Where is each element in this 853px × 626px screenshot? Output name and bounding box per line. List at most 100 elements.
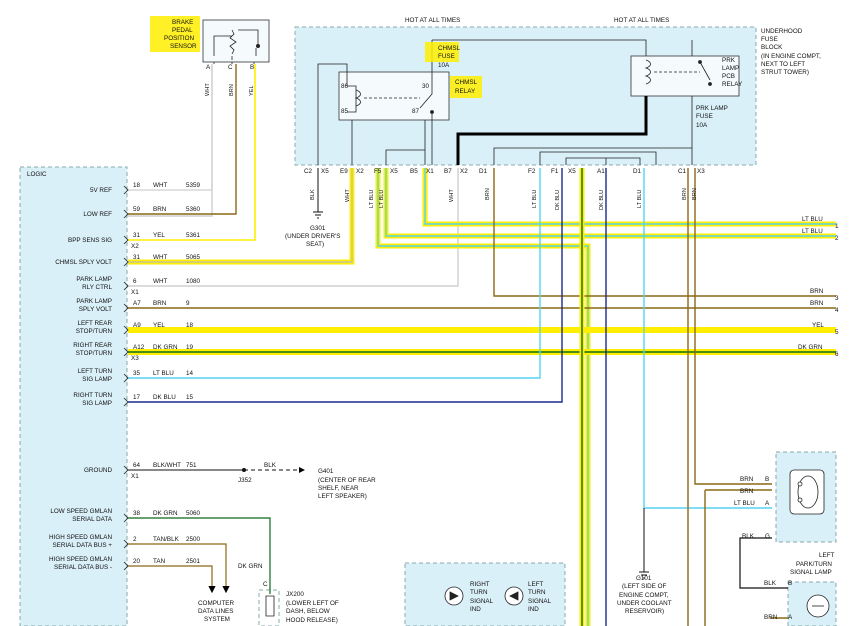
relay-pin: 30 [422,83,430,90]
hot-labels: HOT AT ALL TIMES HOT AT ALL TIMES [405,17,669,24]
logic-row-color: WHT [153,182,167,189]
fuse-pin: F1 [551,168,559,175]
logic-row-label: PARK LAMP [76,298,112,305]
wire-color: DK BLU [555,190,561,210]
out-color: DK GRN [798,344,823,351]
left-turn-ind-icon [504,586,524,606]
fuse-block-title-line: BLOCK [761,44,783,51]
hot-label: HOT AT ALL TIMES [405,17,460,24]
logic-row-color: BRN [153,300,167,307]
out-num: 6 [835,351,839,358]
g101-label-line: G101 [636,575,652,582]
lamp-pin: A [788,614,793,621]
out-num: 3 [835,295,839,302]
logic-row-color: LT BLU [153,370,174,377]
logic-row-conn: X3 [131,355,139,362]
wires [123,39,836,626]
logic-row-circuit: 5060 [186,510,201,517]
prk-relay-symbol [644,59,712,86]
logic-row-color: WHT [153,254,167,261]
right-ind-label: RIGHT [470,581,490,588]
logic-row-color: DK GRN [153,510,178,517]
park-turn-lamp-icon [789,469,825,515]
logic-row-label: CHMSL SPLY VOLT [55,259,112,266]
g301-label-line: (UNDER DRIVER'S [285,233,340,240]
out-num: 4 [835,307,839,314]
logic-row-circuit: 9 [186,300,190,307]
jx200-label-line: HOOD RELEASE) [286,617,338,624]
logic-row-circuit: 18 [186,322,194,329]
brake-sensor-label-line: POSITION [164,35,195,42]
logic-row-color: BRN [153,206,167,213]
logic-row-circuit: 15 [186,394,194,401]
brake-sensor-symbol [213,29,260,64]
logic-row-circuit: 5359 [186,182,201,189]
ground-wire-color: BLK [264,462,277,469]
vertical-wire-labels: BLK WHT LT BLU LT BLU WHT BRN LT BLU DK … [310,188,698,210]
wire-color: DK BLU [599,190,605,210]
logic-row-pin: 17 [133,394,141,401]
g401-label-line: (CENTER OF REAR [318,477,376,484]
logic-row-color: BLK/WHT [153,462,181,469]
jx200-label-line: (LOWER LEFT OF [286,600,339,607]
logic-row-label: PARK LAMP [76,276,112,283]
jx200-box [258,589,280,626]
g401-label-line: LEFT SPEAKER) [318,493,367,500]
lamp-wire-color: LT BLU [734,500,755,507]
left-ind-label: IND [528,606,539,613]
left-ind-label: SIGNAL [528,598,552,605]
logic-row-color: WHT [153,278,167,285]
out-num: 5 [835,329,839,336]
j352-label: J352 [238,477,252,484]
fuse-pin-conn: X5 [390,168,398,175]
logic-row-pin: A9 [133,322,141,329]
logic-row-circuit: 1080 [186,278,201,285]
fuse-pin-conn: X5 [321,168,329,175]
jx200-label-line: JX200 [286,591,304,598]
lamp-label-line: PARK/TURN [796,561,832,568]
brake-sensor-label-line: PEDAL [172,27,193,34]
g401-label-line: SHELF, NEAR [318,485,359,492]
lamp-wire-color: BRN [764,614,778,621]
chmsl-fuse-label-line: CHMSL [438,45,461,52]
wire-color: BLK [310,189,316,200]
wire-color: LT BLU [369,190,375,208]
logic-row-pin: 18 [133,182,141,189]
lamp-pin: B [788,580,792,587]
fuse-block-title-line: FUSE [761,36,778,43]
lamp-label-line: SIGNAL LAMP [790,569,832,576]
logic-row-circuit: 19 [186,344,194,351]
wire-color: LT BLU [379,190,385,208]
j352-splice [242,468,246,472]
prk-relay-label-line: PRK [722,57,736,64]
fuse-pin: E9 [340,168,348,175]
logic-row-circuit: 2501 [186,558,201,565]
chmsl-relay-highlight [450,76,482,98]
fuse-pin-conn: X5 [568,168,576,175]
logic-row-color: TAN/BLK [153,536,180,543]
right-ind-label: TURN [470,589,488,596]
logic-row-circuit: 14 [186,370,194,377]
brake-sensor-box [202,19,270,63]
brake-sensor-label-line: SENSOR [170,43,197,50]
g301-label-line: G301 [310,225,326,232]
fuse-pin-conn: X3 [697,168,705,175]
turn-indicator-labels: RIGHT TURN SIGNAL IND LEFT TURN SIGNAL I… [470,581,552,613]
logic-row-label: LOW REF [83,211,112,218]
jx200-pin: C [263,581,268,588]
fuse-block-title-line: (IN ENGINE COMPT, [761,53,821,60]
fuse-pin: F5 [374,168,382,175]
right-turn-ind-icon [444,586,464,606]
chmsl-relay-symbol [347,85,434,114]
bulb-icon [806,594,830,618]
prk-relay-label: PRK LAMP PCB RELAY PRK LAMP FUSE 10A [696,57,743,129]
relay-pin: 86 [341,83,349,90]
logic-row-label: LEFT REAR [77,320,112,327]
fuse-pin: D1 [479,168,488,175]
fuse-block-title: UNDERHOOD FUSE BLOCK (IN ENGINE COMPT, N… [761,28,821,76]
wire-color: LT BLU [532,190,538,208]
prk-fuse-label-line: PRK LAMP [696,105,728,112]
